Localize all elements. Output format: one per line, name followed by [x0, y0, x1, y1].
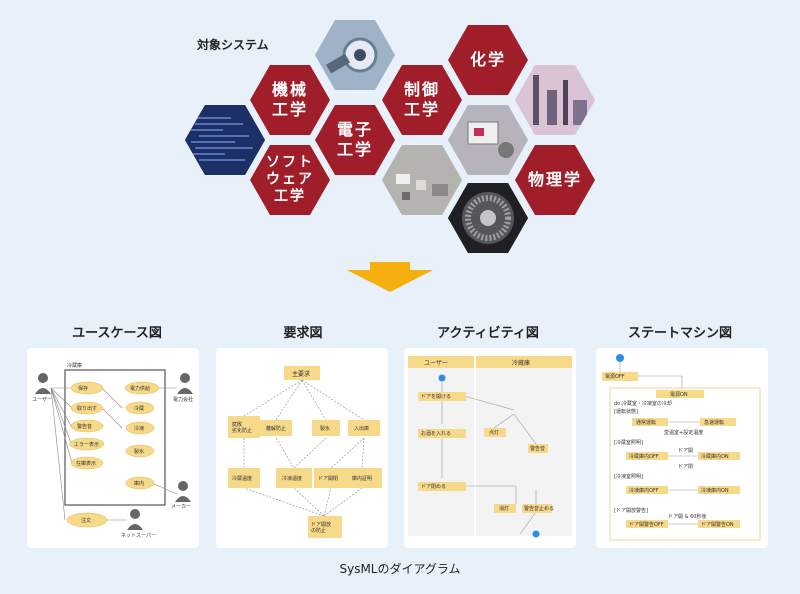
actor-user-label: ユーザー	[32, 397, 52, 403]
svg-text:[ドア開放警告]: [ドア開放警告]	[614, 507, 648, 514]
hex-label-control: 制御 工学	[403, 80, 441, 119]
statemachine-diagram-title: ステートマシン図	[627, 326, 732, 341]
usecase-diagram-panel: 冷蔵庫 ユーザー 電力会社 メーカー ネットスーパー 保存 取り出す	[27, 348, 199, 548]
svg-text:消灯: 消灯	[499, 505, 509, 512]
svg-text:お酒を入れる: お酒を入れる	[421, 430, 451, 437]
svg-text:ドア閉める: ドア閉める	[421, 484, 446, 490]
svg-text:電源ON: 電源ON	[670, 391, 688, 398]
svg-text:点灯: 点灯	[489, 429, 499, 436]
svg-text:冷凍庫内ON: 冷凍庫内ON	[701, 487, 729, 494]
svg-text:警告音: 警告音	[530, 445, 545, 452]
actor-user-icon	[35, 373, 51, 394]
lane-fridge: 冷蔵庫	[512, 359, 530, 367]
hex-label-physics: 物理学	[527, 170, 583, 189]
hex-mechanical	[250, 65, 330, 135]
statemachine-diagram-panel: 電源OFF 電源ON do:冷蔵室・冷凍室の冷却 [運転状態] 通常運転 急速運…	[596, 348, 768, 548]
svg-text:保存: 保存	[78, 385, 88, 392]
hex-cluster	[185, 20, 595, 253]
red-hexes	[250, 25, 595, 215]
actor-netsuper-icon	[127, 509, 143, 530]
svg-text:冷蔵庫内ON: 冷蔵庫内ON	[701, 453, 729, 460]
svg-text:離解防止: 離解防止	[266, 425, 286, 432]
svg-text:[運転状態]: [運転状態]	[614, 408, 638, 415]
svg-text:do:冷蔵室・冷凍室の冷却: do:冷蔵室・冷凍室の冷却	[614, 400, 672, 407]
svg-text:エラー表示: エラー表示	[74, 441, 99, 448]
svg-text:主要求: 主要求	[292, 370, 310, 378]
hex-label-chemistry: 化学	[469, 50, 507, 69]
svg-text:変温室+設定温度: 変温室+設定温度	[664, 429, 703, 436]
hex-chemistry	[448, 25, 528, 95]
turbine-photo-hex	[448, 183, 528, 253]
svg-text:急速運転: 急速運転	[704, 419, 724, 426]
svg-text:ドアを開ける: ドアを開ける	[421, 393, 451, 400]
requirement-diagram-title: 要求図	[283, 326, 323, 341]
actor-power-company-label: 電力会社	[173, 396, 193, 403]
svg-text:電力供給: 電力供給	[130, 385, 150, 392]
svg-text:取り出す: 取り出す	[77, 405, 97, 412]
hex-label-electronic: 電子 工学	[336, 120, 374, 159]
activity-diagram-panel: ユーザー 冷蔵庫 ドアを開ける お酒を入れる ドア閉める 点灯 警告音 消灯 警…	[404, 348, 576, 548]
target-system-title: 対象システム	[197, 38, 269, 52]
actor-maker-icon	[175, 481, 191, 502]
svg-text:冷凍庫内OFF: 冷凍庫内OFF	[629, 487, 659, 494]
down-arrow-icon	[347, 262, 433, 292]
actor-power-company-icon	[177, 373, 193, 394]
svg-text:通常運転: 通常運転	[636, 419, 656, 426]
hex-physics	[515, 145, 595, 215]
svg-text:[冷凍室照明]: [冷凍室照明]	[614, 473, 643, 480]
svg-text:庫内証明: 庫内証明	[352, 475, 372, 482]
svg-text:ドア開警告OFF: ドア開警告OFF	[629, 521, 664, 528]
svg-text:ドア開 & 60秒後: ドア開 & 60秒後	[668, 513, 706, 520]
requirement-diagram-panel: 主要求 腐敗劣化防止 離解防止 製氷 入出庫 冷蔵温度 冷凍温度 ドア開閉 庫内…	[216, 348, 388, 548]
usecase-diagram-title: ユースケース図	[72, 326, 162, 341]
lane-user: ユーザー	[424, 360, 448, 367]
svg-text:ドア開: ドア開	[678, 448, 693, 454]
hex-label-mechanical: 機械 工学	[271, 80, 309, 119]
svg-text:冷凍温度: 冷凍温度	[282, 475, 302, 482]
svg-text:冷凍: 冷凍	[134, 425, 144, 432]
svg-text:在庫表示: 在庫表示	[76, 460, 96, 467]
svg-text:冷蔵: 冷蔵	[134, 405, 144, 412]
hex-control	[382, 65, 462, 135]
actor-maker-label: メーカー	[171, 504, 191, 510]
svg-text:ドア開警告ON: ドア開警告ON	[701, 521, 734, 528]
svg-text:入出庫: 入出庫	[354, 425, 369, 432]
svg-text:警告音: 警告音	[77, 423, 92, 430]
svg-text:腐敗劣化防止: 腐敗劣化防止	[232, 421, 252, 434]
actor-netsuper-label: ネットスーパー	[121, 533, 156, 539]
svg-text:注文: 注文	[81, 517, 91, 524]
svg-text:警告音止める: 警告音止める	[524, 505, 554, 512]
svg-text:製氷: 製氷	[320, 425, 330, 432]
svg-text:庫内: 庫内	[134, 480, 144, 487]
svg-text:製氷: 製氷	[134, 448, 144, 455]
hex-label-software: ソフト ウェア 工学	[266, 154, 314, 205]
activity-diagram-title: アクティビティ図	[437, 326, 539, 341]
hex-electronic	[315, 105, 395, 175]
caption: SysMLのダイアグラム	[339, 562, 461, 576]
lab-equipment-photo-hex	[448, 105, 528, 175]
svg-text:ドア開閉: ドア開閉	[318, 476, 338, 482]
software-code-photo-hex	[185, 105, 265, 175]
svg-text:冷蔵庫内OFF: 冷蔵庫内OFF	[629, 453, 659, 460]
hex-software	[250, 145, 330, 215]
circuit-board-photo-hex	[382, 145, 462, 215]
usecase-system-label: 冷蔵庫	[67, 362, 82, 369]
svg-text:電源OFF: 電源OFF	[605, 373, 625, 380]
svg-text:[冷蔵室照明]: [冷蔵室照明]	[614, 439, 643, 446]
svg-text:ドア開放の防止: ドア開放の防止	[311, 521, 331, 534]
chemical-plant-photo-hex	[515, 65, 595, 135]
svg-text:冷蔵温度: 冷蔵温度	[232, 475, 252, 482]
svg-text:ドア閉: ドア閉	[678, 464, 693, 470]
robot-photo-hex	[315, 20, 395, 90]
